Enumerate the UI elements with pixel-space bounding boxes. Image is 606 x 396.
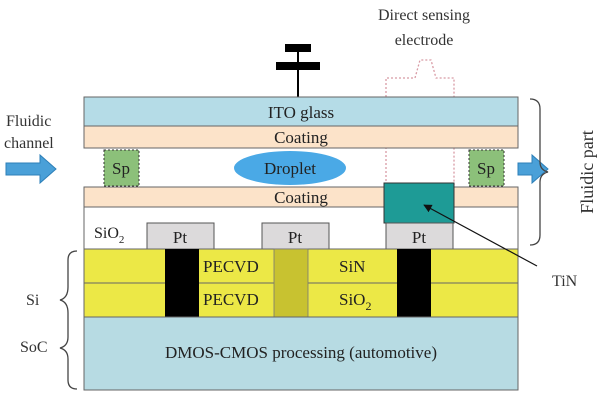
direct-sensing-outline (385, 59, 455, 185)
coating-top-layer (83, 125, 519, 149)
dmos-cmos-label: DMOS-CMOS processing (automotive) (165, 343, 437, 362)
tin-electrode (383, 182, 455, 224)
fluidic-part-label: Fluidic part (577, 130, 597, 214)
pt-pad-1 (146, 222, 215, 250)
pecvd-bottom-label: PECVD (203, 290, 259, 309)
spacer-left-label: Sp (112, 159, 130, 178)
fluidic-channel-label-line1: Fluidic (6, 113, 51, 130)
pt-pad-3 (385, 222, 454, 250)
sio2-mid-label: SiO2 (339, 290, 371, 313)
spacer-left (103, 149, 140, 187)
direct-sensing-label-line1: Direct sensing (378, 7, 470, 24)
fluidic-part-brace (529, 98, 549, 246)
pt-pad-2 (261, 222, 330, 250)
via-black-1 (165, 249, 199, 317)
coating-bottom-label: Coating (274, 188, 328, 207)
soc-processing-layer (83, 316, 519, 391)
soc-brace (59, 318, 78, 390)
direct-sensing-label-line2: electrode (395, 32, 454, 49)
via-olive (273, 248, 309, 318)
spacer-right (468, 149, 505, 187)
sin-label: SiN (339, 257, 365, 276)
fluidic-inlet-arrow (5, 153, 57, 185)
pt-pad-2-label: Pt (288, 228, 302, 247)
fluidic-channel-label-line2: channel (4, 135, 54, 152)
via-black-2 (397, 249, 431, 317)
pt-pad-3-label: Pt (412, 228, 426, 247)
si-label: Si (26, 292, 40, 309)
fluidic-outlet-arrow (517, 153, 549, 185)
pt-pad-1-label: Pt (173, 228, 187, 247)
droplet (234, 151, 346, 185)
coating-top-label: Coating (274, 128, 328, 147)
sio2-left-label: SiO2 (94, 225, 124, 246)
si-brace (59, 250, 78, 318)
droplet-label: Droplet (264, 159, 316, 178)
ito-glass-label: ITO glass (268, 103, 334, 122)
spacer-right-label: Sp (477, 159, 495, 178)
top-electrode-symbol (276, 44, 320, 97)
pecvd-top-label: PECVD (203, 257, 259, 276)
tin-pointer-arrow (423, 204, 538, 267)
tin-label: TiN (552, 273, 578, 290)
soc-label: SoC (20, 339, 48, 356)
